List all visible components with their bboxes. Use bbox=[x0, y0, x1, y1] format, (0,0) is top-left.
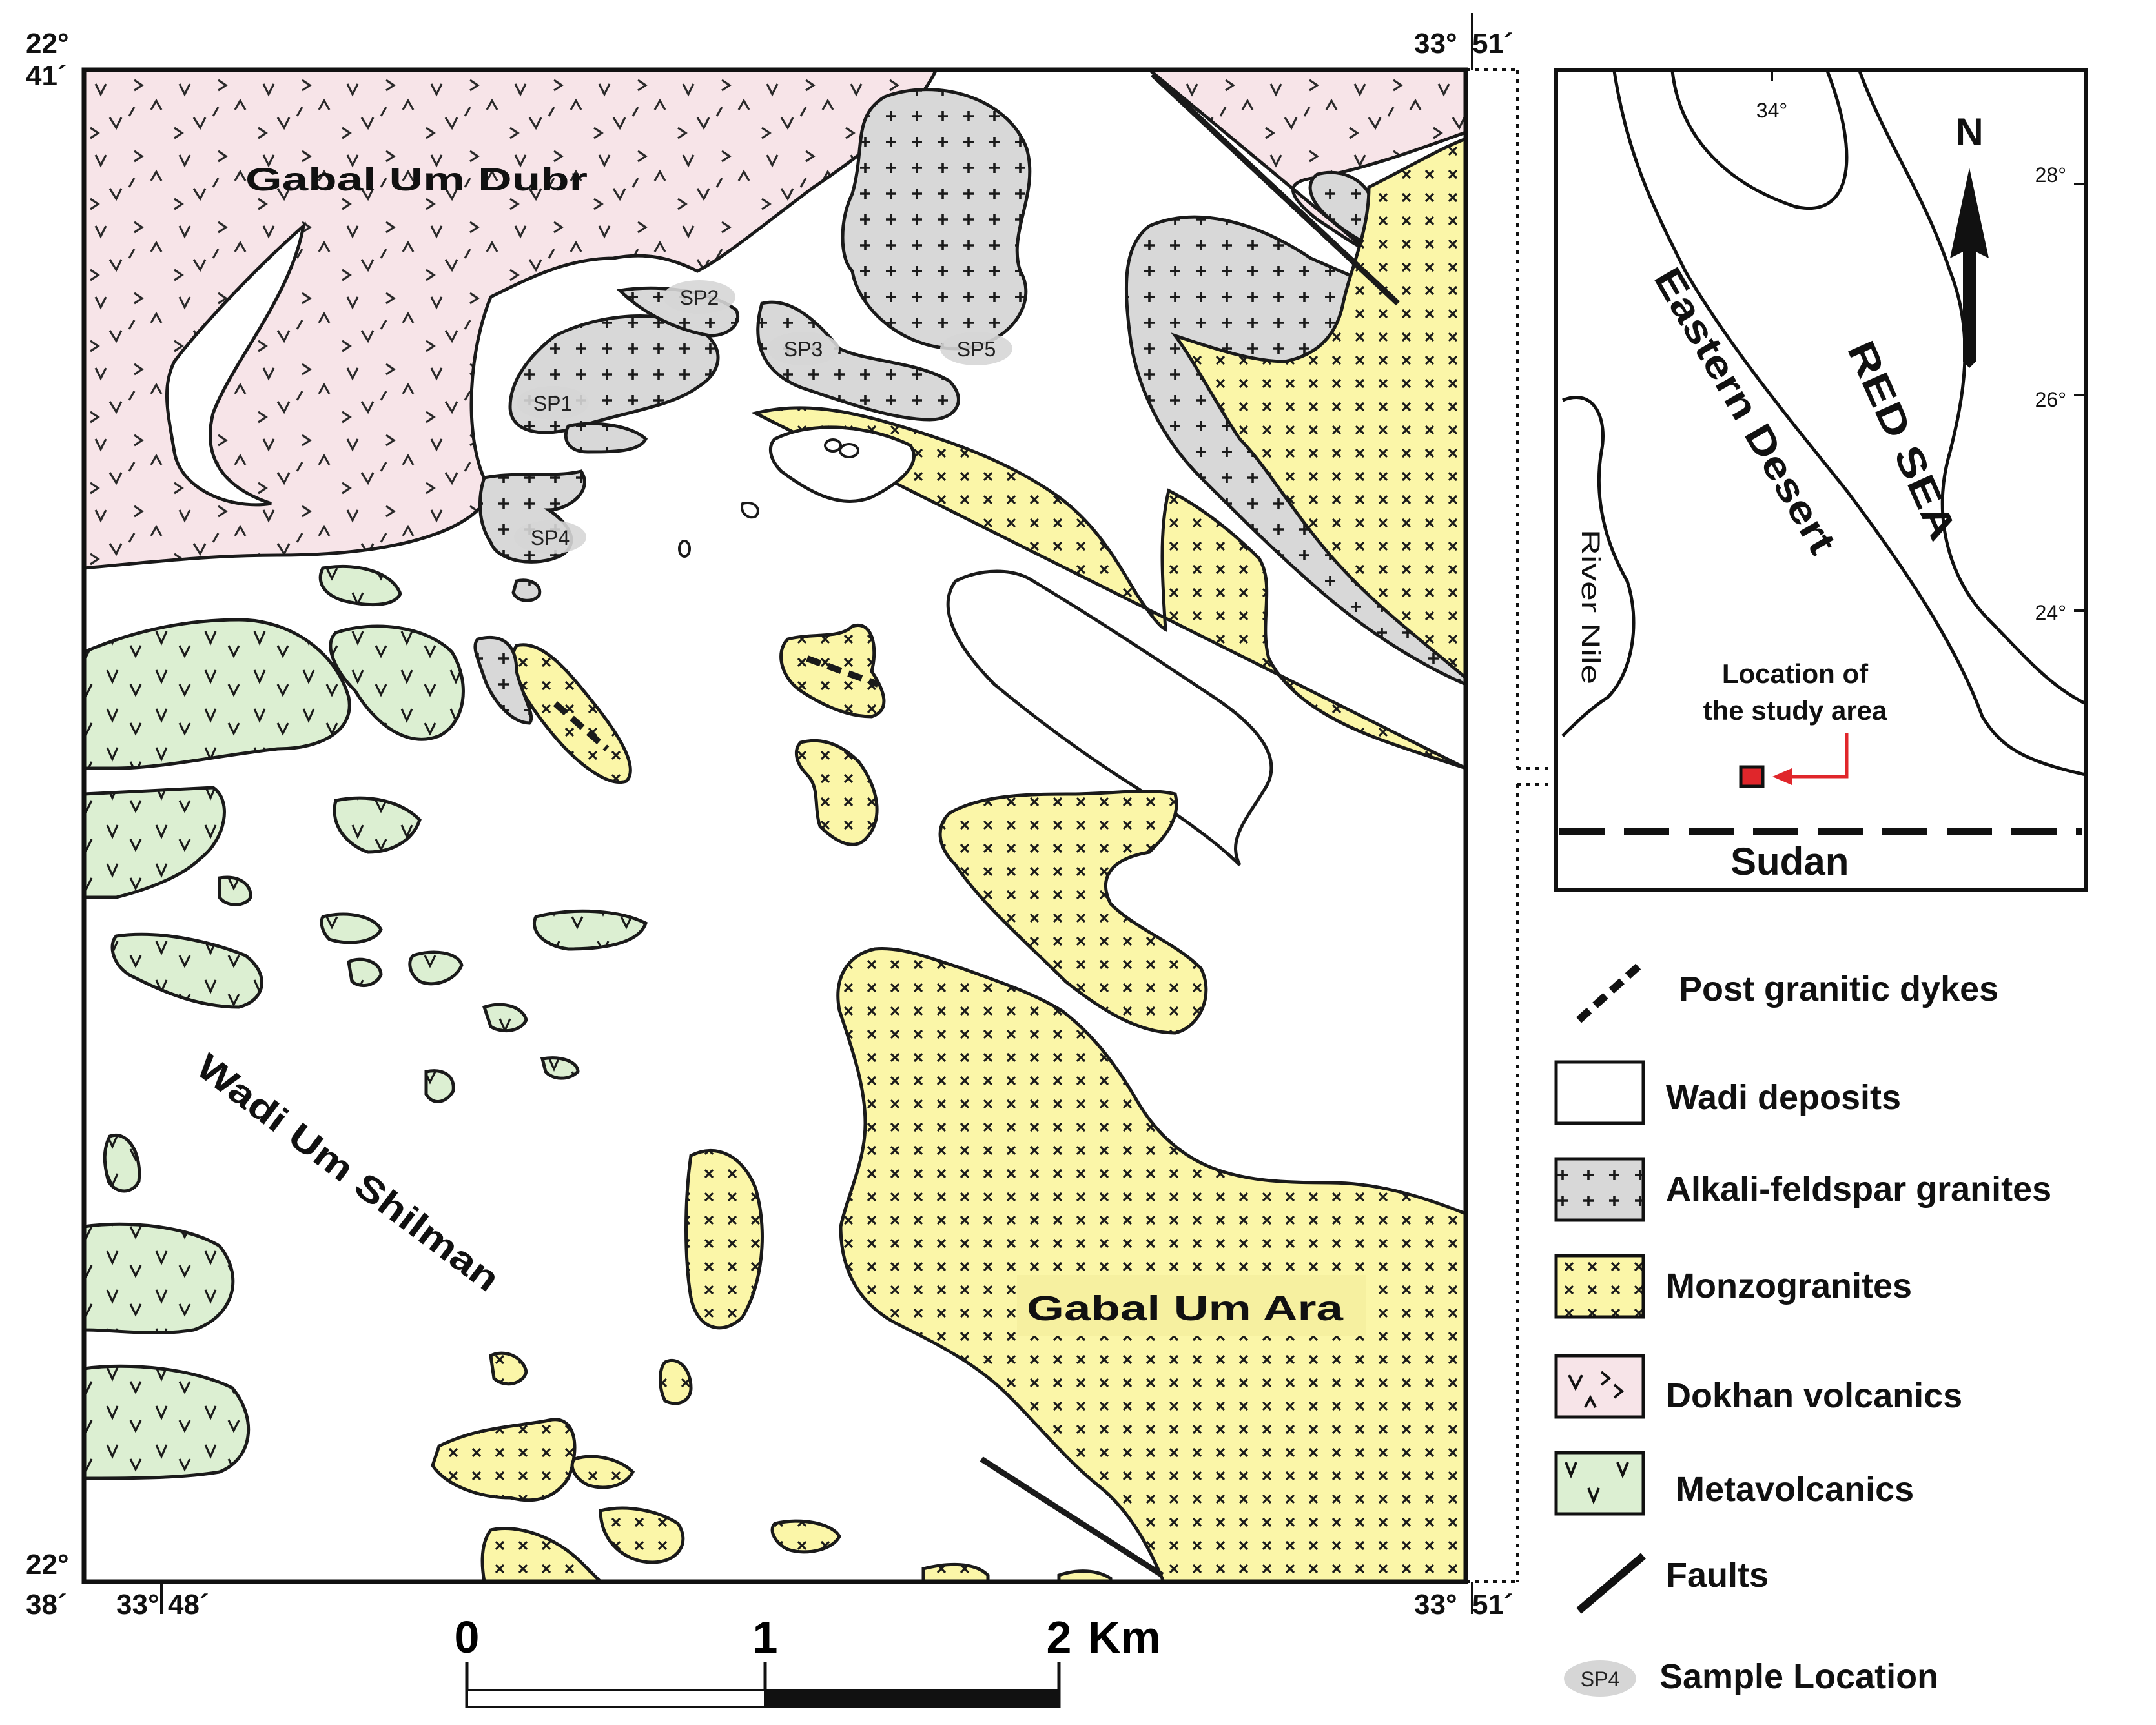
svg-text:Post granitic dykes: Post granitic dykes bbox=[1679, 970, 1998, 1008]
inset-lat-26: 26° bbox=[2035, 388, 2066, 411]
map-coordinates: 22° 41´ 33° 51´ 22° 38´ 33° 48´ 33° 51´ bbox=[26, 28, 1514, 1620]
label-sudan: Sudan bbox=[1730, 840, 1849, 883]
legend-item-faults: Faults bbox=[1576, 1553, 1769, 1614]
alkali-granite-central-unit bbox=[841, 88, 1032, 351]
scale-bar: 0 1 2 Km bbox=[455, 1612, 1161, 1708]
location-pointer-arrow bbox=[1787, 733, 1849, 779]
legend-item-dykes: Post granitic dykes bbox=[1576, 959, 1998, 1023]
legend-item-monzo: Monzogranites bbox=[1554, 1254, 1912, 1319]
sample-sp4-marker bbox=[514, 520, 586, 554]
legend-item-alkali: Alkali-feldspar granites bbox=[1554, 1157, 2051, 1222]
place-gabal-um-ara: Gabal Um Ara bbox=[1027, 1289, 1344, 1328]
svg-text:51´: 51´ bbox=[1472, 1589, 1514, 1620]
north-label: N bbox=[1955, 110, 1983, 154]
svg-text:33°: 33° bbox=[1414, 28, 1457, 59]
svg-text:Faults: Faults bbox=[1666, 1556, 1769, 1595]
sample-sp2-label: SP2 bbox=[680, 286, 719, 309]
inset-lat-28: 28° bbox=[2035, 163, 2066, 187]
svg-text:22°: 22° bbox=[26, 28, 69, 59]
svg-text:Dokhan volcanics: Dokhan volcanics bbox=[1666, 1376, 1962, 1415]
svg-text:Metavolcanics: Metavolcanics bbox=[1676, 1470, 1914, 1509]
scale-tick-0: 0 bbox=[455, 1612, 480, 1662]
dokhan-volcanics-ne-unit bbox=[1145, 68, 1468, 254]
svg-text:51´: 51´ bbox=[1472, 28, 1514, 59]
sample-sp5-marker bbox=[940, 332, 1012, 365]
fault-northeast bbox=[1150, 72, 1401, 306]
sample-sp4-label: SP4 bbox=[531, 526, 570, 549]
main-map-frame bbox=[81, 67, 1468, 1584]
svg-text:Sample Location: Sample Location bbox=[1659, 1657, 1938, 1696]
svg-text:33°: 33° bbox=[1414, 1589, 1457, 1620]
legend-item-dokhan: Dokhan volcanics bbox=[1554, 1354, 1962, 1419]
scale-unit: Km bbox=[1088, 1612, 1161, 1662]
sample-sp5-label: SP5 bbox=[957, 338, 996, 361]
svg-text:22°: 22° bbox=[26, 1549, 69, 1580]
legend-item-meta: Metavolcanics bbox=[1554, 1451, 1914, 1516]
legend: Post granitic dykes Wadi deposits Alkali… bbox=[1554, 959, 2051, 1697]
location-caption-line2: the study area bbox=[1703, 695, 1887, 726]
scale-tick-1: 1 bbox=[753, 1612, 778, 1662]
inset-lon-34: 34° bbox=[1756, 99, 1787, 122]
svg-text:SP4: SP4 bbox=[1581, 1668, 1619, 1691]
label-river-nile: River Nile bbox=[1576, 529, 1605, 684]
svg-text:Monzogranites: Monzogranites bbox=[1666, 1267, 1912, 1305]
post-granitic-dykes bbox=[553, 655, 879, 751]
location-inset-map: N 34° 28° 26° 24° RED SEA Eastern Desert… bbox=[1554, 68, 2088, 892]
svg-text:38´: 38´ bbox=[26, 1589, 67, 1620]
svg-text:Alkali-feldspar granites: Alkali-feldspar granites bbox=[1666, 1170, 2051, 1209]
sample-sp1-marker bbox=[517, 386, 589, 420]
legend-item-sample: SP4 Sample Location bbox=[1564, 1657, 1938, 1697]
legend-item-wadi: Wadi deposits bbox=[1554, 1060, 1901, 1125]
wadi-channel-east bbox=[946, 569, 1273, 866]
inset-lat-24: 24° bbox=[2035, 601, 2066, 624]
scale-tick-2: 2 bbox=[1047, 1612, 1072, 1662]
svg-text:41´: 41´ bbox=[26, 60, 67, 92]
svg-text:Wadi deposits: Wadi deposits bbox=[1666, 1078, 1901, 1117]
place-gabal-um-ara-box bbox=[1017, 1275, 1366, 1336]
place-gabal-um-dubr: Gabal Um Dubr bbox=[245, 161, 588, 198]
svg-text:33°: 33° bbox=[116, 1589, 159, 1620]
sample-sp3-marker bbox=[767, 332, 839, 365]
monzogranite-eastern-unit bbox=[1171, 136, 1468, 682]
sample-sp2-marker bbox=[663, 280, 735, 314]
dokhan-volcanics-unit bbox=[82, 68, 939, 570]
sample-sp1-label: SP1 bbox=[533, 392, 572, 415]
sample-sp3-label: SP3 bbox=[784, 338, 823, 361]
fault-south bbox=[980, 1456, 1164, 1578]
metavolcanics-bodies bbox=[82, 564, 648, 1480]
location-caption-line1: Location of bbox=[1722, 658, 1869, 689]
svg-text:48´: 48´ bbox=[168, 1589, 209, 1620]
north-arrow: N bbox=[1950, 110, 1989, 368]
main-geologic-map: SP2 SP3 SP5 SP1 SP4 Gabal Um Dubr Wadi U… bbox=[81, 67, 1468, 1584]
study-area-marker bbox=[1739, 765, 1765, 788]
